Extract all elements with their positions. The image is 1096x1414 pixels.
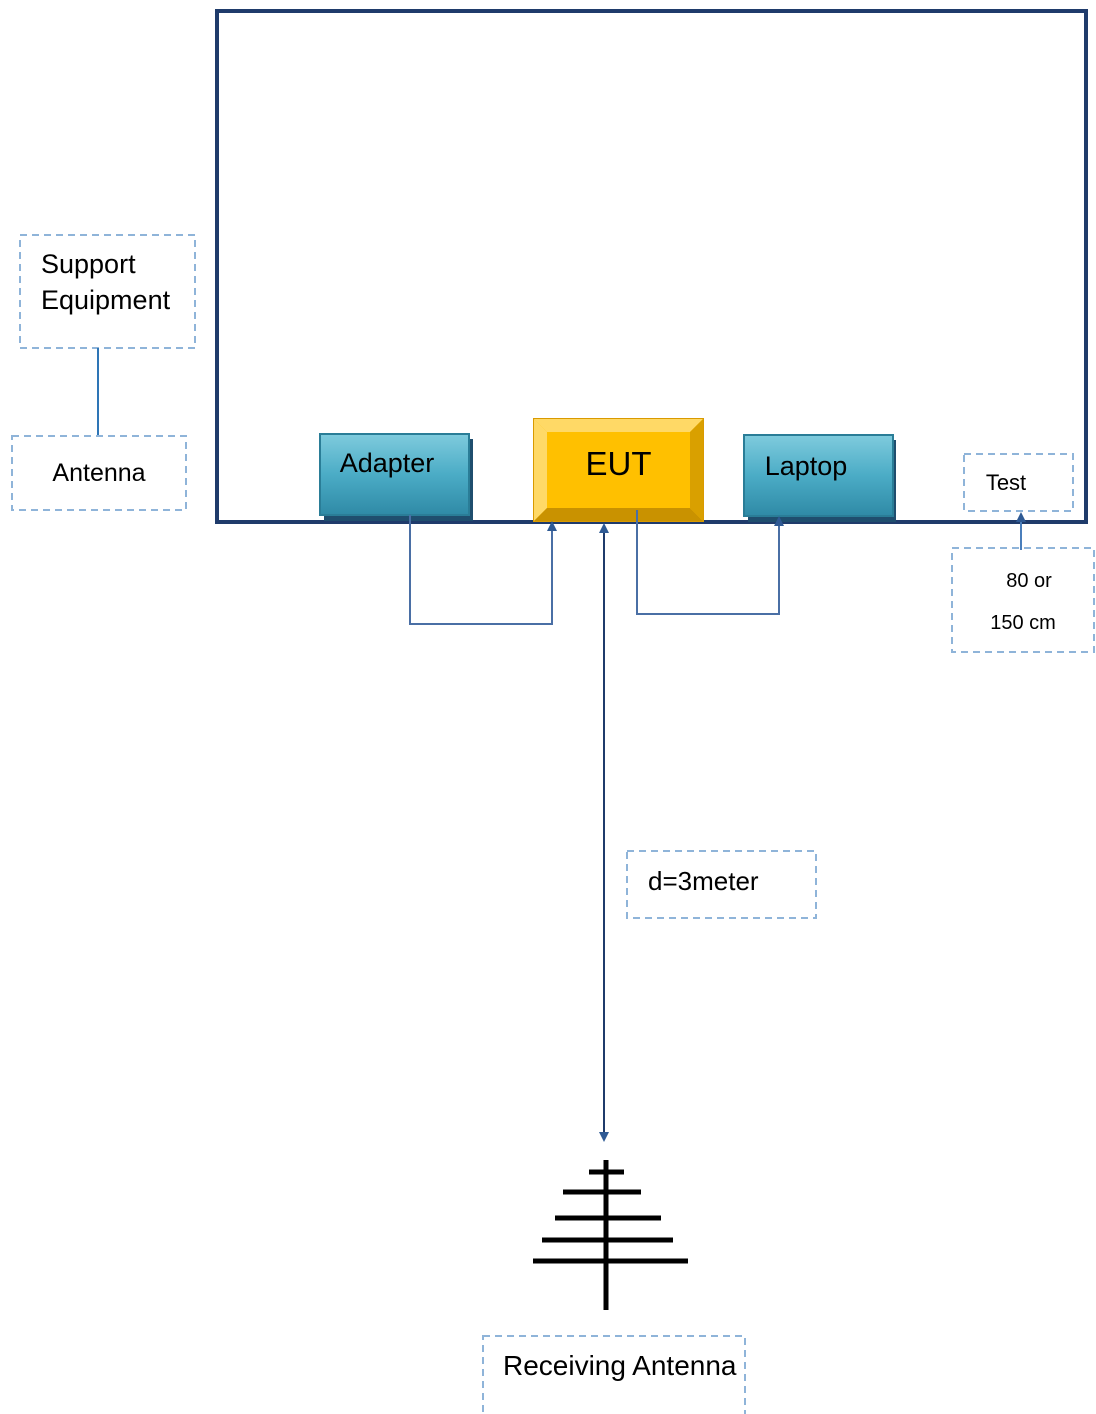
eut-bevel-bottom xyxy=(534,508,703,521)
adapter-label: Adapter xyxy=(339,447,435,478)
support-equipment-label-line1: Support xyxy=(41,249,136,279)
adapter-eut-connector xyxy=(409,515,557,625)
eut-laptop-connector xyxy=(636,510,784,615)
receiving-antenna-label: Receiving Antenna xyxy=(503,1350,737,1381)
test-label: Test xyxy=(985,469,1027,495)
eut-box xyxy=(533,418,704,522)
support-equipment-box xyxy=(19,234,196,349)
eut-bevel-left xyxy=(534,419,547,521)
eut-label: EUT xyxy=(585,445,652,482)
test-box xyxy=(963,453,1074,512)
support-equipment-label-line2: Equipment xyxy=(41,285,171,315)
eut-bevel-top xyxy=(534,419,703,432)
laptop-box xyxy=(743,434,894,517)
laptop-label: Laptop xyxy=(764,450,848,481)
height-label-line1: 80 or xyxy=(1006,569,1052,592)
receiving-antenna-box xyxy=(482,1335,746,1414)
height-box xyxy=(951,547,1095,653)
distance-label: d=3meter xyxy=(648,866,759,896)
eut-bevel-right xyxy=(690,419,703,521)
height-label-line2: 150 cm xyxy=(990,611,1056,634)
receiving-antenna-icon xyxy=(533,1160,688,1310)
adapter-box xyxy=(319,433,470,516)
distance-box xyxy=(626,850,817,919)
support-antenna-box xyxy=(11,435,187,511)
support-antenna-label: Antenna xyxy=(52,458,146,487)
